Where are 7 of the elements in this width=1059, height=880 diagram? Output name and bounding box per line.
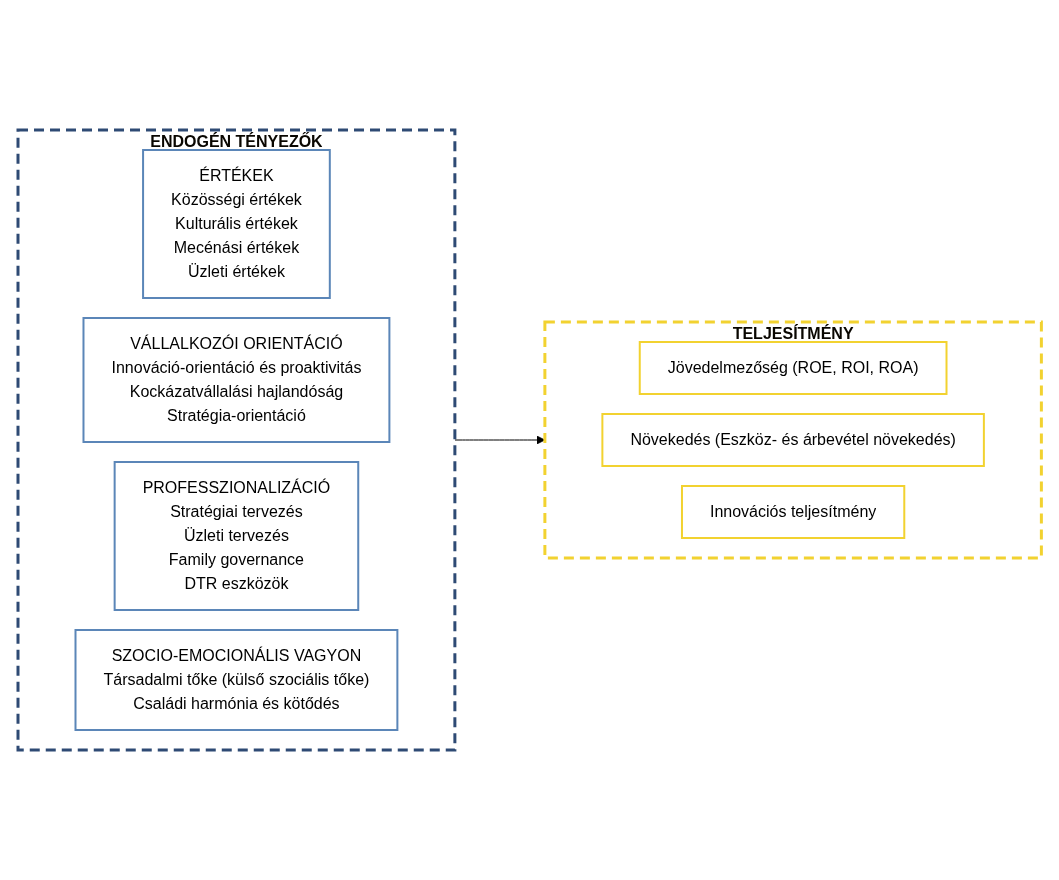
node-box: ÉRTÉKEK Közösségi értékek Kulturális értékek Mecénási értékek Üzleti értékek xyxy=(141,149,331,299)
node-box: SZOCIO-EMOCIONÁLIS VAGYON Társadalmi tőke (külső szociális tőke) Családi harmónia és kötődés xyxy=(74,629,399,731)
node-box: Innovációs teljesítmény xyxy=(680,485,906,539)
node-box: VÁLLALKOZÓI ORIENTÁCIÓ Innováció-orientáció és proaktivitás Kockázatvállalási hajlandóság Stratégia-orientáció xyxy=(82,317,391,443)
node-box: Növekedés (Eszköz- és árbevétel növekedés) xyxy=(601,413,985,467)
node-box: Jövedelmezőség (ROE, ROI, ROA) xyxy=(638,341,948,395)
node-box: PROFESSZIONALIZÁCIÓ Stratégiai tervezés Üzleti tervezés Family governance DTR eszközök xyxy=(113,461,360,611)
